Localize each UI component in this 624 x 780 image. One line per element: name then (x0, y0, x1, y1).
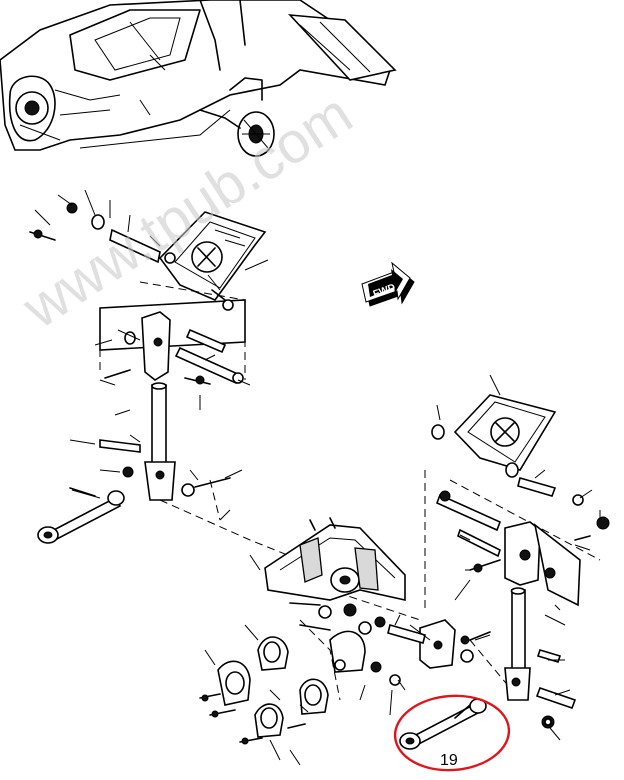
left-torque-tube (37, 382, 231, 544)
center-bracket (199, 517, 491, 745)
fwd-arrow: FWD (361, 261, 415, 307)
highlight-ring (393, 694, 511, 772)
leader-lines (34, 189, 601, 766)
helicopter-nose (0, 0, 397, 157)
right-torque-tube (399, 587, 577, 750)
upper-pedal-assembly (29, 202, 267, 385)
callout-number: 19 (440, 752, 458, 769)
right-pedal-assembly (431, 394, 610, 607)
item-19-callout: 19 (393, 694, 511, 772)
